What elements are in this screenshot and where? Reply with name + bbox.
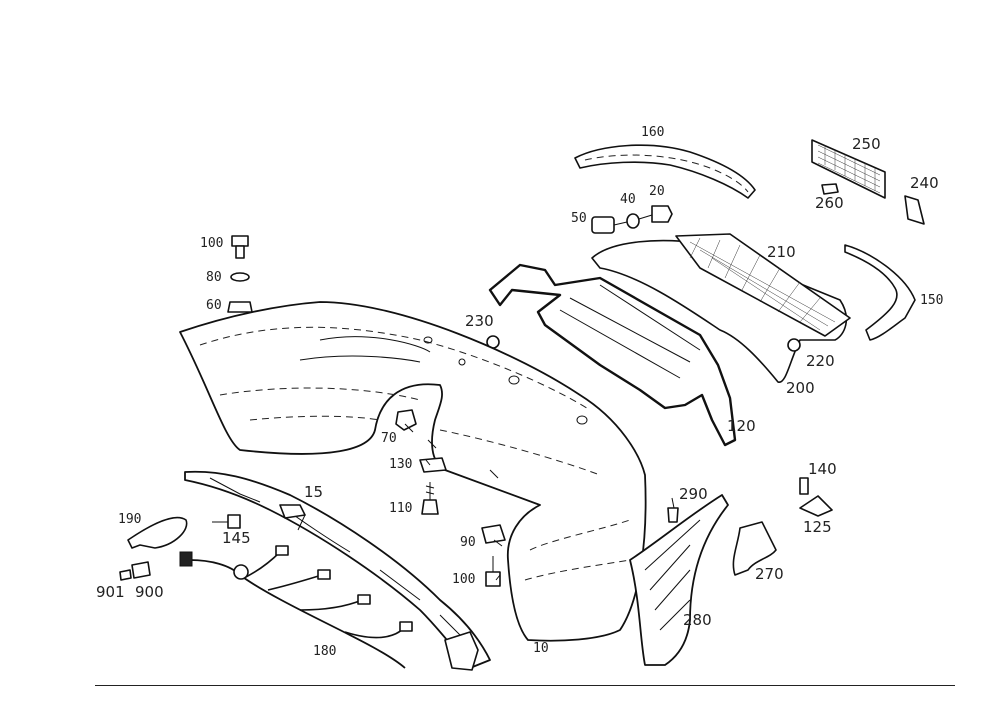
part-900-connector: [131, 561, 151, 579]
part-100-bolt-lower: [485, 556, 501, 587]
part-50-sensor-holder: [591, 216, 615, 234]
callout-280: 280: [683, 611, 712, 629]
callout-20: 20: [649, 184, 665, 199]
callout-70: 70: [381, 431, 397, 446]
connector-main: [179, 551, 193, 567]
callout-120: 120: [727, 417, 756, 435]
callout-140: 140: [808, 460, 837, 478]
part-40-ring: [626, 213, 640, 229]
callout-901: 901: [96, 583, 125, 601]
part-145-bolt: [212, 514, 241, 529]
part-901-cap: [119, 569, 132, 581]
part-10-bumper-cover: [179, 301, 647, 642]
callout-230: 230: [465, 312, 494, 330]
callout-150: 150: [920, 293, 944, 308]
callout-80: 80: [206, 270, 222, 285]
callout-50: 50: [571, 211, 587, 226]
part-260-clip: [821, 183, 839, 195]
callout-220: 220: [806, 352, 835, 370]
callout-40: 40: [620, 192, 636, 207]
connector-3: [357, 594, 371, 605]
callout-90: 90: [460, 535, 476, 550]
part-280-bracket: [629, 494, 729, 666]
callout-180: 180: [313, 644, 337, 659]
callout-130: 130: [389, 457, 413, 472]
part-90-clip: [481, 524, 506, 544]
part-125-bracket: [799, 495, 833, 517]
part-150-trim: [844, 244, 916, 341]
fastener-stack-top: [227, 235, 253, 313]
part-110-screw: [421, 482, 439, 515]
leader-lines: [297, 423, 675, 581]
part-270-bracket: [732, 521, 777, 576]
part-120-carrier: [488, 263, 737, 447]
connector-1: [275, 545, 289, 556]
part-190-cable-tie: [127, 516, 188, 549]
footer-rule: [95, 685, 955, 686]
part-250-grille: [811, 139, 886, 199]
callout-60: 60: [206, 298, 222, 313]
callout-100-top: 100: [200, 236, 224, 251]
part-180-wiring-harness: [179, 545, 413, 669]
part-20-sensor: [651, 205, 673, 223]
part-220-nut: [787, 338, 801, 352]
callout-240: 240: [910, 174, 939, 192]
part-70-retainer: [395, 409, 417, 431]
callout-190: 190: [118, 512, 142, 527]
part-210-mesh: [675, 233, 851, 337]
part-160-trim-strip: [574, 144, 756, 199]
part-140-clip: [799, 477, 809, 495]
callout-15: 15: [304, 483, 324, 501]
callout-900: 900: [135, 583, 164, 601]
callout-270: 270: [755, 565, 784, 583]
callout-290: 290: [679, 485, 708, 503]
callout-250: 250: [852, 135, 881, 153]
callout-110: 110: [389, 501, 413, 516]
connector-2: [317, 569, 331, 580]
part-290-clip: [667, 507, 679, 523]
part-130-clip: [419, 457, 447, 473]
parking-sensor-group: [591, 205, 673, 234]
callout-160: 160: [641, 125, 665, 140]
callout-260: 260: [815, 194, 844, 212]
part-240-bracket: [904, 195, 925, 225]
callout-145: 145: [222, 529, 251, 547]
callout-200: 200: [786, 379, 815, 397]
callout-125: 125: [803, 518, 832, 536]
callout-100-lower: 100: [452, 572, 476, 587]
callout-210: 210: [767, 243, 796, 261]
callout-10: 10: [533, 641, 549, 656]
part-15-lower-carrier: [184, 470, 491, 671]
connector-4: [399, 621, 413, 632]
